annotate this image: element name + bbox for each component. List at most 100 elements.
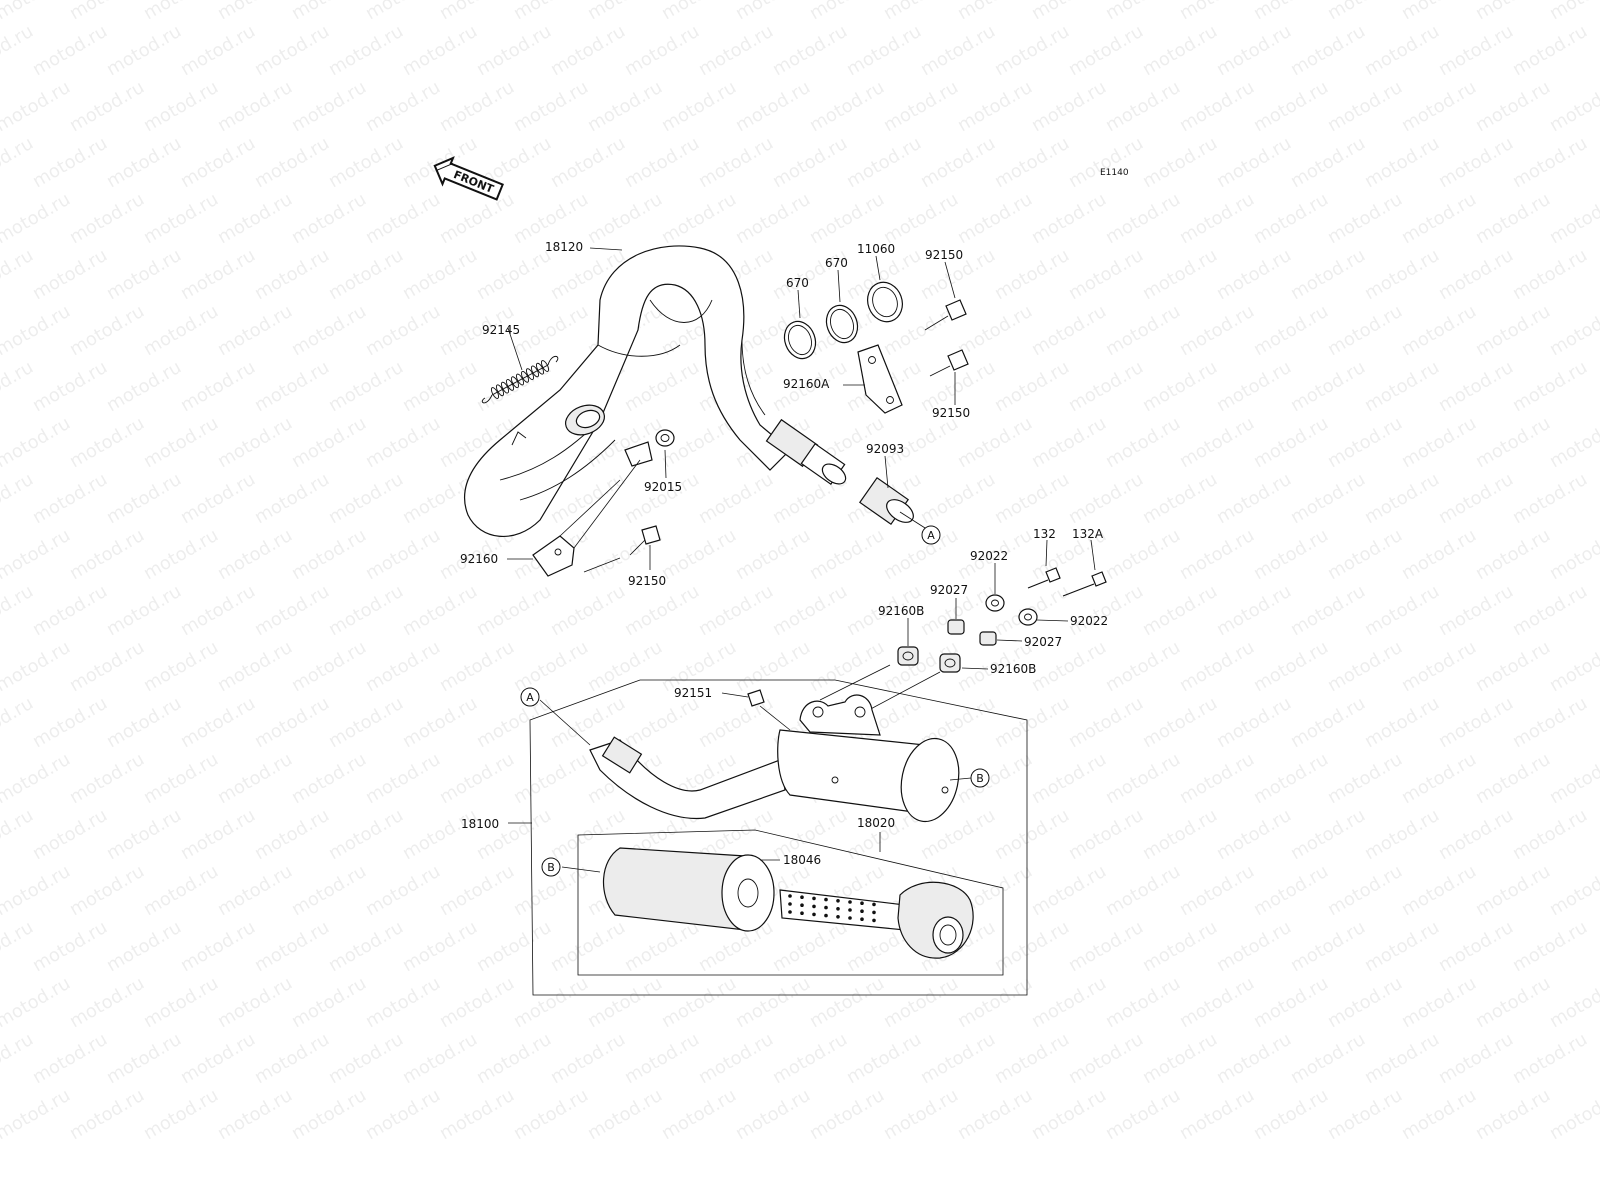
- bolt-92151-drawing: [747, 689, 791, 731]
- watermark-text: motod.ru: [66, 525, 148, 584]
- watermark-text: motod.ru: [473, 693, 555, 752]
- watermark-text: motod.ru: [1176, 413, 1258, 472]
- part-labels: 18120 92145 670 670 11060 92150 92160A 9…: [460, 240, 1108, 867]
- watermark-text: motod.ru: [695, 581, 777, 640]
- watermark-text: motod.ru: [1065, 917, 1147, 976]
- callout-b-upper: B: [970, 768, 990, 788]
- watermark-text: motod.ru: [1287, 693, 1369, 752]
- silencer-core-18020-drawing: [779, 881, 974, 959]
- watermark-text: motod.ru: [1065, 1029, 1147, 1088]
- watermark-text: motod.ru: [1250, 749, 1332, 808]
- watermark-text: motod.ru: [917, 133, 999, 192]
- watermark-text: motod.ru: [140, 861, 222, 920]
- watermark-text: motod.ru: [325, 917, 407, 976]
- bracket-92160-drawing: [532, 535, 575, 577]
- watermark-text: motod.ru: [1546, 861, 1600, 920]
- watermark-text: motod.ru: [0, 693, 37, 752]
- watermark-text: motod.ru: [362, 749, 444, 808]
- watermark-text: motod.ru: [584, 0, 666, 24]
- exhaust-pipe-18120-drawing: [464, 245, 847, 537]
- watermark-text: motod.ru: [1102, 413, 1184, 472]
- watermark-text: motod.ru: [1065, 581, 1147, 640]
- watermark-text: motod.ru: [1213, 805, 1295, 864]
- watermark-text: motod.ru: [29, 133, 111, 192]
- watermark-text: motod.ru: [251, 357, 333, 416]
- perforation-hole: [872, 902, 876, 907]
- watermark-text: motod.ru: [66, 861, 148, 920]
- watermark-text: motod.ru: [917, 1029, 999, 1088]
- watermark-text: motod.ru: [1472, 637, 1554, 696]
- watermark-text: motod.ru: [584, 189, 666, 248]
- watermark-text: motod.ru: [362, 861, 444, 920]
- watermark-text: motod.ru: [214, 861, 296, 920]
- watermark-text: motod.ru: [214, 1085, 296, 1144]
- watermark-text: motod.ru: [1250, 413, 1332, 472]
- svg-text:B: B: [976, 772, 984, 785]
- watermark-text: motod.ru: [399, 805, 481, 864]
- watermark-text: motod.ru: [769, 21, 851, 80]
- watermark-text: motod.ru: [806, 77, 888, 136]
- watermark-text: motod.ru: [0, 245, 37, 304]
- part-label-18100: 18100: [461, 817, 499, 831]
- watermark-text: motod.ru: [288, 1085, 370, 1144]
- watermark-text: motod.ru: [806, 973, 888, 1032]
- watermark-text: motod.ru: [510, 77, 592, 136]
- part-label-92145: 92145: [482, 323, 520, 337]
- watermark-text: motod.ru: [954, 413, 1036, 472]
- part-label-92093: 92093: [866, 442, 904, 456]
- watermark-text: motod.ru: [325, 245, 407, 304]
- watermark-text: motod.ru: [1546, 973, 1600, 1032]
- watermark-text: motod.ru: [177, 805, 259, 864]
- watermark-text: motod.ru: [510, 0, 592, 24]
- spring-coil: [510, 376, 520, 389]
- watermark-text: motod.ru: [251, 917, 333, 976]
- watermark-text: motod.ru: [1287, 469, 1369, 528]
- watermark-text: motod.ru: [436, 973, 518, 1032]
- watermark-text: motod.ru: [1250, 637, 1332, 696]
- watermark-text: motod.ru: [1139, 469, 1221, 528]
- watermark-text: motod.ru: [288, 77, 370, 136]
- svg-text:A: A: [927, 529, 935, 542]
- watermark-text: motod.ru: [954, 189, 1036, 248]
- diagram-code: E1140: [1100, 168, 1129, 178]
- watermark-text: motod.ru: [695, 1029, 777, 1088]
- watermark-text: motod.ru: [1213, 133, 1295, 192]
- watermark-text: motod.ru: [1250, 301, 1332, 360]
- watermark-text: motod.ru: [177, 693, 259, 752]
- watermark-text: motod.ru: [140, 413, 222, 472]
- watermark-text: motod.ru: [0, 861, 74, 920]
- part-label-132: 132: [1033, 527, 1056, 541]
- perforation-hole: [824, 905, 828, 910]
- watermark-text: motod.ru: [1139, 581, 1221, 640]
- watermark-text: motod.ru: [769, 245, 851, 304]
- watermark-text: motod.ru: [1102, 301, 1184, 360]
- bolt-92150-c-drawing: [629, 525, 661, 556]
- watermark-text: motod.ru: [1398, 413, 1480, 472]
- watermark-text: motod.ru: [1213, 581, 1295, 640]
- spring-coil: [520, 370, 530, 383]
- watermark-text: motod.ru: [1324, 413, 1406, 472]
- perforation-hole: [812, 904, 816, 909]
- watermark-text: motod.ru: [0, 189, 74, 248]
- watermark-text: motod.ru: [1102, 749, 1184, 808]
- watermark-text: motod.ru: [1250, 1085, 1332, 1144]
- watermark-text: motod.ru: [0, 637, 74, 696]
- watermark-text: motod.ru: [806, 189, 888, 248]
- watermark-text: motod.ru: [436, 0, 518, 24]
- callout-a-upper: A: [921, 525, 941, 545]
- watermark-text: motod.ru: [806, 0, 888, 24]
- watermark-text: motod.ru: [140, 77, 222, 136]
- watermark-text: motod.ru: [1509, 581, 1591, 640]
- watermark-text: motod.ru: [177, 581, 259, 640]
- watermark-text: motod.ru: [991, 21, 1073, 80]
- callout-b-lower: B: [541, 857, 561, 877]
- watermark-text: motod.ru: [1028, 1085, 1110, 1144]
- watermark-text: motod.ru: [621, 581, 703, 640]
- watermark-text: motod.ru: [1213, 245, 1295, 304]
- part-label-92160A: 92160A: [783, 377, 830, 391]
- watermark-text: motod.ru: [1398, 77, 1480, 136]
- watermark-text: motod.ru: [29, 469, 111, 528]
- watermark-text: motod.ru: [1398, 637, 1480, 696]
- watermark-text: motod.ru: [843, 1029, 925, 1088]
- watermark-text: motod.ru: [325, 1029, 407, 1088]
